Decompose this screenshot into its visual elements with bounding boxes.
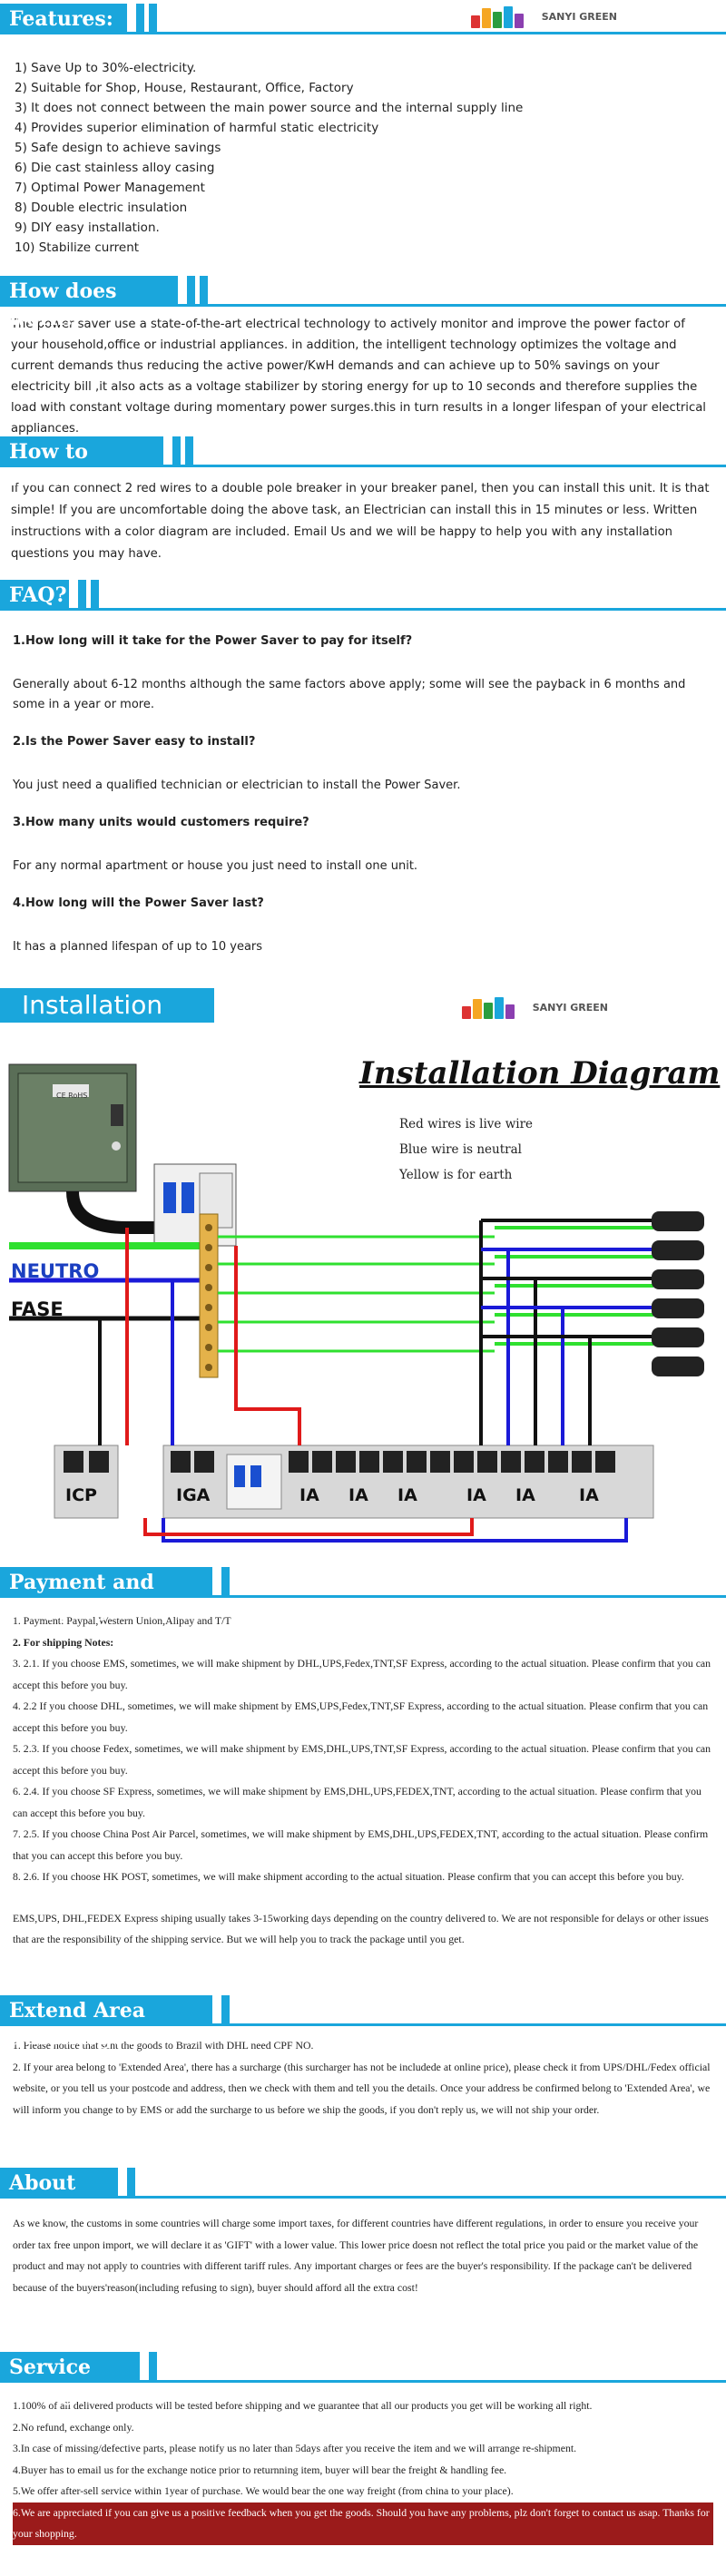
breaker-label: IA xyxy=(397,1485,417,1505)
faq-answer: Generally about 6-12 months although the… xyxy=(13,678,686,711)
faq-question: 2.Is the Power Saver easy to install? xyxy=(13,735,256,749)
breaker-label: IA xyxy=(466,1485,486,1505)
breaker-label: IA xyxy=(515,1485,535,1505)
payment-line: 5. 2.3. If you choose Fedex, sometimes, … xyxy=(13,1742,711,1777)
feature-item: 6) Die cast stainless alloy casing xyxy=(15,161,215,175)
extend-title: Extend Area Surcharges xyxy=(0,1995,212,2050)
service-title: Service Policy xyxy=(0,2352,140,2406)
earth-bar xyxy=(199,1213,219,1378)
installation-title: Installation xyxy=(0,988,214,1023)
extend-line: 1. Please notice that sent the goods to … xyxy=(13,2039,314,2052)
payment-line: 7. 2.5. If you choose China Post Air Par… xyxy=(13,1827,709,1862)
taxes-text: As we know, the customs in some countrie… xyxy=(0,2200,726,2348)
service-line: 2.No refund, exchange only. xyxy=(13,2420,134,2434)
brand: SANYI GREEN xyxy=(460,994,608,1021)
brand-name: SANYI GREEN xyxy=(541,10,617,23)
diagram-title: Installation Diagram xyxy=(359,1055,721,1092)
faq-answer: For any normal apartment or house you ju… xyxy=(13,859,418,873)
payment-line: 2. For shipping Notes: xyxy=(13,1635,114,1649)
payment-note: EMS,UPS, DHL,FEDEX Express shiping usual… xyxy=(13,1911,709,1946)
installation-header: Installation SANYI GREEN xyxy=(0,981,726,1026)
feature-item: 9) DIY easy installation. xyxy=(15,220,160,235)
feature-item: 4) Provides superior elimination of harm… xyxy=(15,121,379,135)
taxes-paragraph: As we know, the customs in some countrie… xyxy=(13,2217,699,2294)
how-work-header: How does work? xyxy=(0,272,726,330)
brand: SANYI GREEN xyxy=(469,3,617,30)
installation-diagram: Installation Diagram Red wires is live w… xyxy=(0,1046,726,1554)
legend-live: Red wires is live wire xyxy=(399,1117,534,1131)
feature-item: 1) Save Up to 30%-electricity. xyxy=(15,61,197,75)
service-line: 1.100% of all delivered products will be… xyxy=(13,2399,593,2412)
taxes-header: About Taxes xyxy=(0,2164,726,2222)
feature-item: 10) Stabilize current xyxy=(15,240,140,255)
extend-line: 2. If your area belong to 'Extended Area… xyxy=(13,2060,711,2116)
neutro-label: NEUTRO xyxy=(11,1260,100,1282)
brand-name: SANYI GREEN xyxy=(532,1001,608,1014)
faq-question: 1.How long will it take for the Power Sa… xyxy=(13,634,413,648)
payment-line: 8. 2.6. If you choose HK POST, sometimes… xyxy=(13,1870,684,1883)
payment-line: 1. Payment: Paypal,Western Union,Alipay … xyxy=(13,1614,231,1627)
how-install-header: How to install? xyxy=(0,433,726,491)
how-install-text: If you can connect 2 red wires to a doub… xyxy=(11,482,710,561)
features-list: 1) Save Up to 30%-electricity. 2) Suitab… xyxy=(0,36,726,272)
payment-list: 1. Payment: Paypal,Western Union,Alipay … xyxy=(0,1600,726,1992)
feature-item: 8) Double electric insulation xyxy=(15,201,188,215)
load-wires xyxy=(218,1219,653,1353)
payment-header: Payment and Shipping xyxy=(0,1563,726,1621)
brand-logo xyxy=(460,994,524,1021)
service-list: 1.100% of all delivered products will be… xyxy=(0,2385,726,2551)
payment-line: 6. 2.4. If you choose SF Express, someti… xyxy=(13,1785,701,1819)
faq-answer: You just need a qualified technician or … xyxy=(13,779,461,792)
payment-title: Payment and Shipping xyxy=(0,1567,212,1621)
features-header: Features: SANYI GREEN xyxy=(0,0,726,36)
faq-question: 4.How long will the Power Saver last? xyxy=(13,896,264,910)
service-header: Service Policy xyxy=(0,2348,726,2406)
payment-line: 4. 2.2 If you choose DHL, sometimes, we … xyxy=(13,1699,709,1734)
brand-logo xyxy=(469,3,533,30)
payment-line: 3. 2.1. If you choose EMS, sometimes, we… xyxy=(13,1657,711,1691)
fase-label: FASE xyxy=(11,1298,64,1320)
legend-earth: Yellow is for earth xyxy=(399,1168,513,1182)
service-line: 3.In case of missing/defective parts, pl… xyxy=(13,2442,577,2454)
feature-item: 2) Suitable for Shop, House, Restaurant,… xyxy=(15,81,354,95)
service-line: 5.We offer after-sell service within 1ye… xyxy=(13,2484,514,2497)
feature-item: 7) Optimal Power Management xyxy=(15,181,205,195)
feature-item: 3) It does not connect between the main … xyxy=(15,101,524,115)
taxes-title: About Taxes xyxy=(0,2168,118,2222)
load-terminals xyxy=(652,1211,704,1376)
feature-item: 5) Safe design to achieve savings xyxy=(15,141,221,155)
legend-neutral: Blue wire is neutral xyxy=(399,1142,522,1157)
service-highlight: 6.We are appreciated if you can give us … xyxy=(13,2502,713,2545)
breaker-label: IA xyxy=(579,1485,599,1505)
faq-header: FAQ? xyxy=(0,576,726,612)
wiring-diagram xyxy=(8,1063,704,1543)
service-line: 4.Buyer has to email us for the exchange… xyxy=(13,2463,507,2476)
how-work-text: The power saver use a state-of-the-art e… xyxy=(11,318,706,436)
breaker-label: IGA xyxy=(176,1485,211,1505)
feed-wires xyxy=(98,1220,628,1543)
faq-question: 3.How many units would customers require… xyxy=(13,816,309,829)
extend-list: 1. Please notice that sent the goods to … xyxy=(0,2028,726,2164)
box-label: CE RoHS xyxy=(56,1092,88,1100)
faq-list: 1.How long will it take for the Power Sa… xyxy=(0,612,726,963)
breaker-label: IA xyxy=(348,1485,368,1505)
faq-title: FAQ? xyxy=(0,580,69,611)
how-install-title: How to install? xyxy=(0,436,163,491)
faq-answer: It has a planned lifespan of up to 10 ye… xyxy=(13,940,263,954)
breaker-label: IA xyxy=(299,1485,319,1505)
how-work-title: How does work? xyxy=(0,276,178,330)
features-title: Features: xyxy=(0,4,127,34)
extend-header: Extend Area Surcharges xyxy=(0,1992,726,2050)
wire-legend: Red wires is live wire Blue wire is neut… xyxy=(399,1112,533,1188)
breaker-label: ICP xyxy=(65,1485,97,1505)
